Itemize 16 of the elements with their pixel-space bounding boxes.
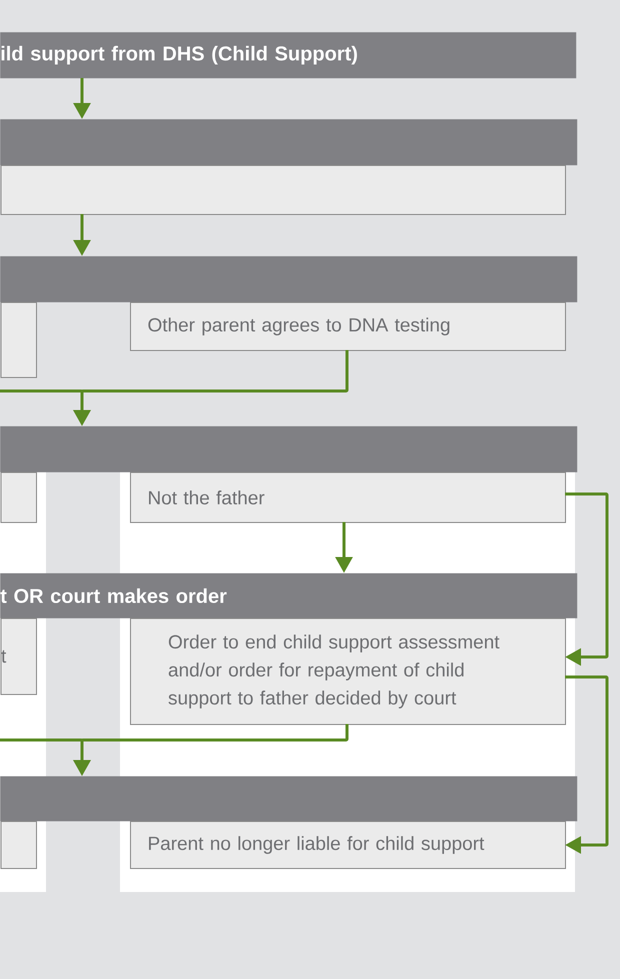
header-bar <box>0 256 578 302</box>
header-bar <box>0 119 578 166</box>
arrow <box>565 492 608 666</box>
text-box <box>0 821 37 869</box>
header-bar <box>0 426 578 472</box>
text-box: Other parent agrees to DNA testing <box>130 302 566 351</box>
text-box <box>0 165 566 215</box>
text-box <box>0 472 37 523</box>
arrow <box>565 676 608 854</box>
text-box <box>0 302 37 378</box>
header-bar: ild support from DHS (Child Support) <box>0 32 576 78</box>
header-bar <box>0 776 578 822</box>
text-box: Order to end child support assessment and/or order for repayment of child support to father decided by court <box>130 618 566 725</box>
text-box: Not the father <box>130 472 566 523</box>
header-bar: t OR court makes order <box>0 573 578 618</box>
text-box: Parent no longer liable for child support <box>130 821 566 869</box>
